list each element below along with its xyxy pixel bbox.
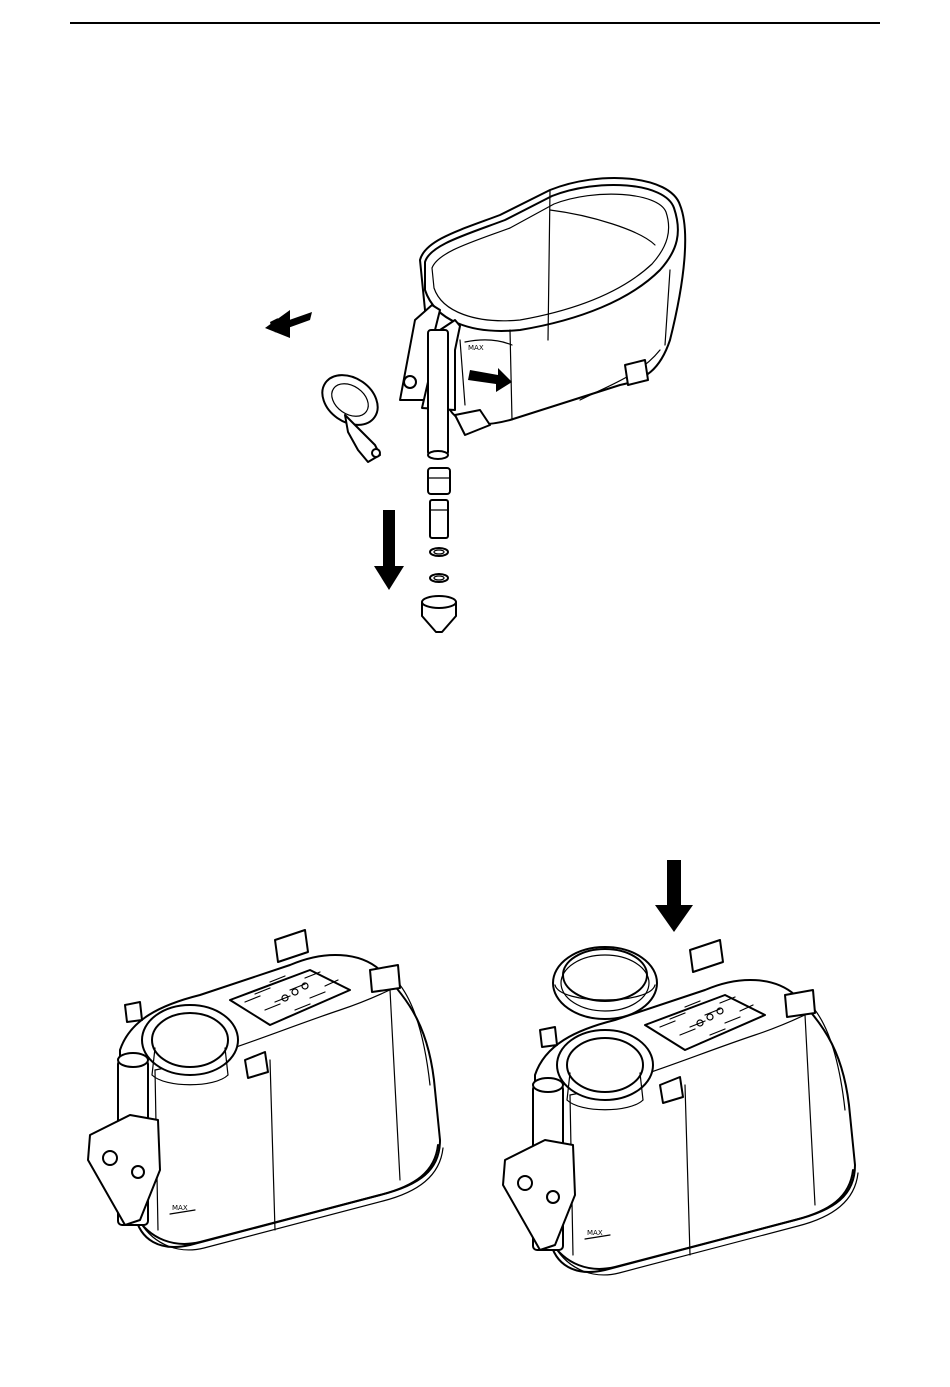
arrow-down-icon — [374, 510, 404, 590]
figure-gasket-install: MAX — [495, 855, 865, 1285]
figure-bowl-disassembly: MAX — [250, 170, 700, 640]
arrow-down-icon-2 — [655, 860, 693, 932]
max-label-2: MAX — [172, 1204, 188, 1212]
spigot-handle — [313, 365, 387, 462]
figure-gasket-removed: MAX — [80, 910, 450, 1260]
header-rule — [70, 22, 880, 24]
max-label-3: MAX — [587, 1229, 603, 1237]
bowl-illustration: MAX — [420, 178, 685, 424]
plunger-cap — [428, 468, 450, 494]
plunger-body — [430, 500, 448, 538]
gasket-ring — [553, 947, 657, 1019]
o-ring-upper — [430, 548, 448, 556]
arrow-left-icon — [265, 310, 312, 338]
o-ring-lower — [430, 574, 448, 582]
inverted-bowl: MAX — [88, 930, 443, 1250]
max-label: MAX — [468, 344, 484, 352]
plunger-parts — [422, 468, 456, 632]
